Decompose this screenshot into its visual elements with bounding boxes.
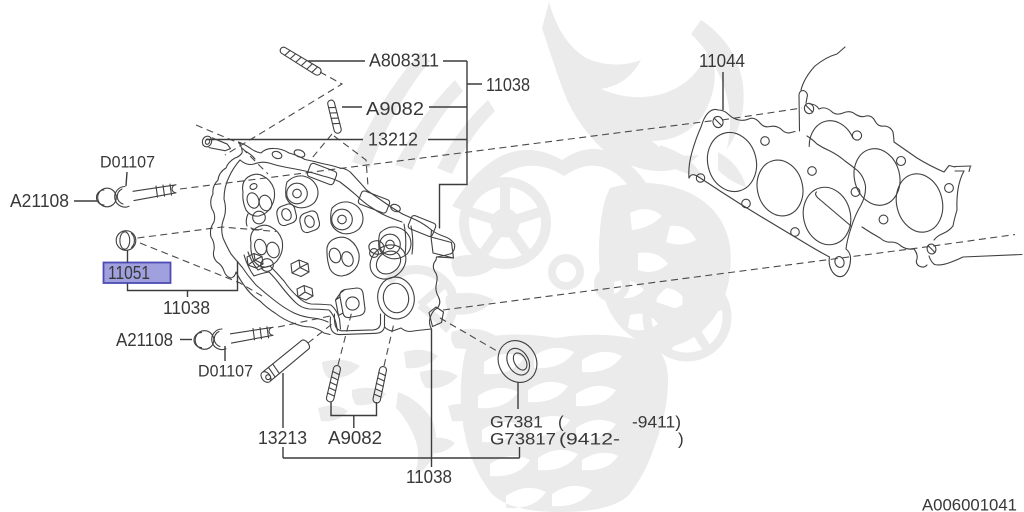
svg-text:G73817: G73817 [490, 430, 556, 449]
svg-text:A808311: A808311 [369, 51, 439, 71]
svg-text:11038: 11038 [486, 75, 530, 95]
svg-text:D01107: D01107 [100, 154, 155, 172]
svg-text:11051: 11051 [108, 263, 150, 283]
svg-text:13212: 13212 [368, 130, 418, 150]
svg-text:13213: 13213 [258, 428, 307, 448]
svg-text:(: ( [558, 413, 564, 432]
svg-text:11038: 11038 [406, 467, 452, 487]
svg-text:D01107: D01107 [198, 363, 253, 381]
svg-text:11038: 11038 [163, 298, 210, 318]
svg-text:(9412-: (9412- [559, 430, 620, 449]
svg-text:A9082: A9082 [366, 99, 424, 119]
svg-text:): ) [678, 430, 684, 449]
svg-text:G7381: G7381 [490, 413, 543, 432]
svg-text:A21108: A21108 [10, 191, 69, 211]
svg-text:-9411): -9411) [632, 413, 681, 432]
svg-text:A006001041: A006001041 [922, 496, 1017, 512]
svg-text:11044: 11044 [699, 51, 745, 71]
svg-text:A9082: A9082 [328, 428, 382, 448]
svg-text:A21108: A21108 [116, 330, 173, 350]
